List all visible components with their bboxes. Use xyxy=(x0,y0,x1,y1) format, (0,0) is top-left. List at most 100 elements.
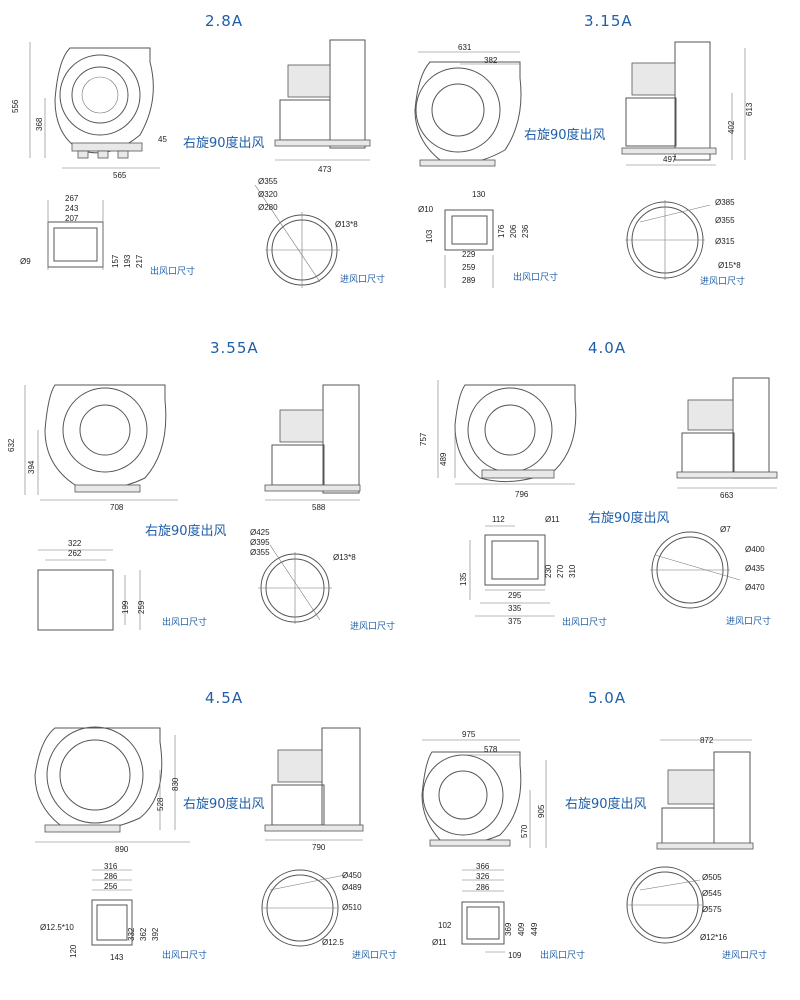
dim-207: 207 xyxy=(65,214,79,223)
model-3-55a: 3.55A 632 394 708 588 右旋90度出风 xyxy=(7,339,395,632)
volute-front-view xyxy=(414,51,522,167)
dim-d3: Ø280 xyxy=(258,203,278,212)
outlet-drawing xyxy=(444,209,494,288)
dim-335: 335 xyxy=(508,604,522,613)
dim-286: 286 xyxy=(476,883,490,892)
volute-front-view xyxy=(421,739,547,848)
dim-286: 286 xyxy=(104,872,118,881)
dim-890: 890 xyxy=(115,845,129,854)
dim-206: 206 xyxy=(509,224,518,238)
rotation-label: 右旋90度出风 xyxy=(183,796,265,812)
model-title: 4.5A xyxy=(205,689,243,707)
dim-height: 556 xyxy=(11,99,20,113)
inlet-label: 进风口尺寸 xyxy=(700,275,745,287)
motor-side-view xyxy=(274,39,371,161)
inlet-label: 进风口尺寸 xyxy=(722,949,767,961)
outlet-drawing xyxy=(469,525,555,617)
dim-528: 528 xyxy=(156,797,165,811)
dim-382: 382 xyxy=(484,56,498,65)
dim-hole-small: Ø7 xyxy=(720,525,731,534)
model-4-0a: 4.0A 757 489 796 663 右旋90度出风 xyxy=(419,339,778,628)
volute-front-view xyxy=(24,384,178,501)
dim-d3: Ø355 xyxy=(250,548,270,557)
dim-bolts: Ø13*8 xyxy=(335,220,358,229)
dim-409: 409 xyxy=(517,922,526,936)
dim-d1: Ø425 xyxy=(250,528,270,537)
dim-236: 236 xyxy=(521,224,530,238)
dim-hole: Ø10 xyxy=(418,205,434,214)
outlet-label: 出风口尺寸 xyxy=(150,265,195,277)
inlet-drawing xyxy=(261,869,346,947)
dim-depth: 473 xyxy=(318,165,332,174)
dim-392: 392 xyxy=(151,927,160,941)
dim-394: 394 xyxy=(27,460,36,474)
dim-176: 176 xyxy=(497,224,506,238)
dim-d2: Ø545 xyxy=(702,889,722,898)
dim-316: 316 xyxy=(104,862,118,871)
model-title: 5.0A xyxy=(588,689,626,707)
inlet-label: 进风口尺寸 xyxy=(350,620,395,632)
dim-hole: Ø11 xyxy=(432,938,447,947)
dim-d1: Ø355 xyxy=(258,177,278,186)
dim-d3: Ø315 xyxy=(715,237,735,246)
outlet-drawing xyxy=(37,549,141,631)
dim-d1: Ø450 xyxy=(342,871,362,880)
inlet-drawing xyxy=(625,200,711,280)
dim-578: 578 xyxy=(484,745,498,754)
dim-322: 322 xyxy=(68,539,82,548)
outlet-drawing xyxy=(47,200,104,270)
dim-width: 565 xyxy=(113,171,127,180)
dim-130: 130 xyxy=(472,190,486,199)
model-4-5a: 4.5A 528 830 890 790 右旋90度出风 xyxy=(34,689,397,962)
outlet-label: 出风口尺寸 xyxy=(162,616,207,628)
dim-369: 369 xyxy=(504,922,513,936)
inlet-label: 进风口尺寸 xyxy=(726,615,771,627)
dim-center-height: 368 xyxy=(35,117,44,131)
dim-103: 103 xyxy=(425,229,434,243)
outlet-label: 出风口尺寸 xyxy=(162,949,207,961)
model-2-8a: 2.8A 556 368 45 565 473 右旋90度出风 xyxy=(11,12,385,288)
dim-362: 362 xyxy=(139,927,148,941)
dim-157: 157 xyxy=(111,254,120,268)
dim-hole: Ø12.5*10 xyxy=(40,923,74,932)
model-3-15a: 3.15A 631 382 右旋90度出风 613 402 497 xyxy=(414,12,754,288)
dim-193: 193 xyxy=(123,254,132,268)
dim-613: 613 xyxy=(745,102,754,116)
dim-109: 109 xyxy=(508,951,522,960)
dim-497: 497 xyxy=(663,155,677,164)
dim-830: 830 xyxy=(171,777,180,791)
dim-bolts: Ø12*16 xyxy=(700,933,728,942)
motor-side-view xyxy=(656,739,754,850)
motor-side-view xyxy=(264,384,361,501)
dim-631: 631 xyxy=(458,43,472,52)
dim-hole-small: Ø12.5 xyxy=(322,938,344,947)
dim-bolts: Ø13*8 xyxy=(333,553,356,562)
dim-d2: Ø355 xyxy=(715,216,735,225)
dim-366: 366 xyxy=(476,862,490,871)
volute-front-view xyxy=(34,726,190,843)
dim-632: 632 xyxy=(7,438,16,452)
volute-front-view xyxy=(29,42,160,169)
dim-d2: Ø320 xyxy=(258,190,278,199)
outlet-label: 出风口尺寸 xyxy=(513,271,558,283)
dim-326: 326 xyxy=(476,872,490,881)
dim-d1: Ø505 xyxy=(702,873,722,882)
inlet-drawing xyxy=(254,184,340,288)
inlet-drawing xyxy=(626,866,704,944)
motor-side-view xyxy=(264,727,364,841)
motor-side-view xyxy=(676,377,778,489)
dim-905: 905 xyxy=(537,804,546,818)
dim-289: 289 xyxy=(462,276,476,285)
dim-d2: Ø395 xyxy=(250,538,270,547)
dim-570: 570 xyxy=(520,824,529,838)
dim-d2: Ø489 xyxy=(342,883,362,892)
dim-757: 757 xyxy=(419,432,428,446)
dim-262: 262 xyxy=(68,549,82,558)
volute-front-view xyxy=(437,380,577,485)
dim-hole: Ø11 xyxy=(545,515,560,524)
dim-267: 267 xyxy=(65,194,79,203)
dim-259: 259 xyxy=(137,600,146,614)
dim-310: 310 xyxy=(568,564,577,578)
dim-663: 663 xyxy=(720,491,734,500)
